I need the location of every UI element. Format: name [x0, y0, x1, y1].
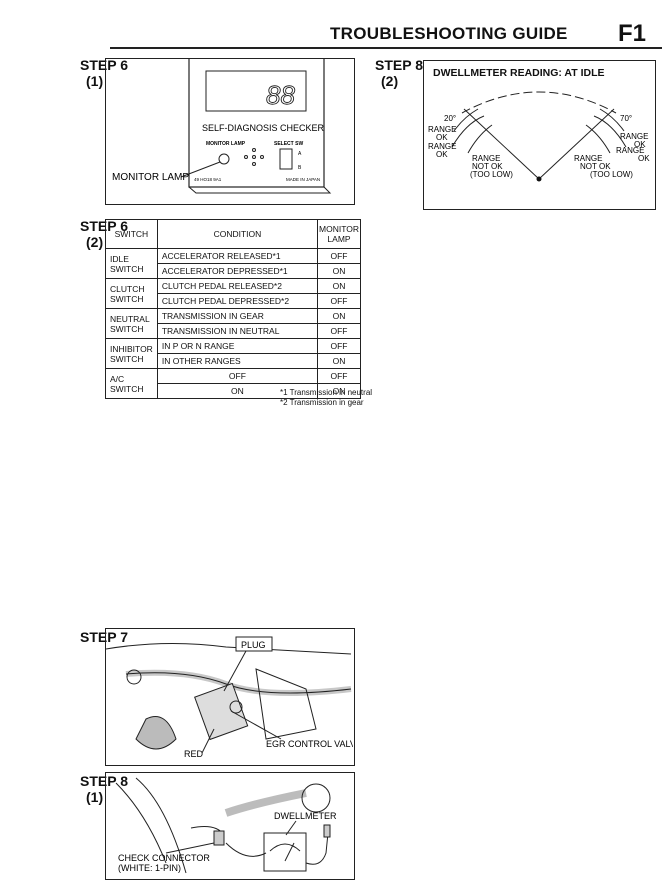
switch-cell: A/C SWITCH	[105, 368, 158, 399]
condition-cell: CLUTCH PEDAL DEPRESSED*2	[156, 293, 319, 309]
header-condition: CONDITION	[156, 219, 319, 249]
too-low-label: (TOO LOW)	[470, 170, 513, 179]
select-sw-label: SELECT SW	[274, 141, 303, 147]
monitor-lamp-callout: MONITOR LAMP	[112, 172, 189, 183]
dwellmeter-figure: DWELLMETER READING: AT IDLE 20° 70° RANG…	[423, 60, 656, 210]
monitor-lamp-icon	[218, 153, 230, 165]
switch-cell: NEUTRAL SWITCH	[105, 308, 158, 339]
range-label: RANGE	[574, 154, 602, 163]
lamp-cell: ON	[317, 353, 361, 369]
footnote-2: *2 Transmission in gear	[280, 398, 364, 407]
right-angle: 70°	[620, 114, 632, 123]
ok-label: OK	[638, 154, 650, 163]
connector-label: CHECK CONNECTOR	[118, 853, 210, 863]
condition-cell: TRANSMISSION IN NEUTRAL	[156, 323, 319, 339]
switch-a: A	[298, 151, 302, 157]
ok-label: OK	[634, 140, 646, 149]
dwellmeter-title: DWELLMETER READING: AT IDLE	[433, 67, 605, 79]
condition-cell: ON	[156, 383, 319, 399]
ok-label: OK	[436, 150, 448, 159]
step6-1-label: STEP 6(1)	[80, 57, 128, 89]
range-label: RANGE	[428, 142, 456, 151]
condition-cell: ACCELERATOR DEPRESSED*1	[156, 263, 319, 279]
condition-cell: TRANSMISSION IN GEAR	[156, 308, 319, 324]
header-rule	[110, 47, 662, 49]
footnote-1: *1 Transmission in neutral	[280, 388, 373, 397]
lamp-cell: OFF	[317, 248, 361, 264]
step-number: STEP 8	[80, 773, 128, 789]
step-number: STEP 8	[375, 57, 423, 73]
range-label: RANGE	[616, 146, 644, 155]
step-sub: (2)	[86, 234, 104, 250]
lamp-cell: ON	[317, 263, 361, 279]
lamp-cell: ON	[317, 308, 361, 324]
checker-title: SELF-DIAGNOSIS CHECKER	[202, 123, 325, 133]
dwellmeter-icon	[263, 832, 307, 872]
too-low-label: (TOO LOW)	[590, 170, 633, 179]
lamp-cell: ON	[317, 278, 361, 294]
egr-valve-figure: PLUG RED EGR CONTROL VALVE	[105, 628, 355, 766]
table-header: SWITCH CONDITION MONITOR LAMP	[105, 219, 361, 249]
lamp-cell: OFF	[317, 323, 361, 339]
lamp-cell: OFF	[317, 293, 361, 309]
switch-table: SWITCH CONDITION MONITOR LAMP IDLE SWITC…	[105, 219, 361, 399]
switch-b: B	[298, 165, 302, 171]
display-digits: 88	[266, 80, 295, 110]
condition-cell: CLUTCH PEDAL RELEASED*2	[156, 278, 319, 294]
range-label: RANGE	[472, 154, 500, 163]
monitor-lamp-small: MONITOR LAMP	[206, 141, 246, 147]
step-number: STEP 6	[80, 57, 128, 73]
step-sub: (1)	[86, 73, 104, 89]
lamp-cell: OFF	[317, 368, 361, 384]
not-ok-label: NOT OK	[580, 162, 611, 171]
step-sub: (1)	[86, 789, 104, 805]
dwellmeter-label: DWELLMETER	[274, 811, 337, 821]
section-code: F1	[618, 20, 647, 47]
red-label: RED	[184, 749, 204, 759]
step8-2-label: STEP 8(2)	[375, 57, 423, 89]
step-sub: (2)	[381, 73, 399, 89]
not-ok-label: NOT OK	[472, 162, 503, 171]
checker-figure: 88 SELF-DIAGNOSIS CHECKER MONITOR LAMP S…	[105, 58, 355, 205]
header-switch: SWITCH	[105, 219, 158, 249]
condition-cell: ACCELERATOR RELEASED*1	[156, 248, 319, 264]
lamp-cell: OFF	[317, 338, 361, 354]
condition-cell: IN P OR N RANGE	[156, 338, 319, 354]
step8-1-label: STEP 8(1)	[80, 773, 128, 805]
condition-cell: OFF	[156, 368, 319, 384]
lamp-cell: ON	[317, 383, 361, 399]
model-number: 49 HO18 9A1	[194, 177, 222, 182]
footnotes: *1 Transmission in neutral *2 Transmissi…	[280, 388, 372, 408]
range-label: RANGE	[428, 125, 456, 134]
egr-label: EGR CONTROL VALVE	[266, 739, 353, 749]
page-title: TROUBLESHOOTING GUIDE	[330, 24, 568, 43]
step7-label: STEP 7	[80, 629, 128, 645]
condition-cell: IN OTHER RANGES	[156, 353, 319, 369]
select-switch-icon	[279, 148, 293, 170]
range-label: RANGE	[620, 132, 648, 141]
switch-cell: CLUTCH SWITCH	[105, 278, 158, 309]
switch-cell: INHIBITOR SWITCH	[105, 338, 158, 369]
ok-label: OK	[436, 133, 448, 142]
header-monitor-lamp: MONITOR LAMP	[317, 219, 361, 249]
connector-note: (WHITE: 1-PIN)	[118, 863, 181, 873]
made-in: MADE IN JAPAN	[286, 177, 320, 182]
switch-cell: IDLE SWITCH	[105, 248, 158, 279]
dwellmeter-connection-figure: DWELLMETER CHECK CONNECTOR (WHITE: 1-PIN…	[105, 772, 355, 880]
left-angle: 20°	[444, 114, 456, 123]
plug-label: PLUG	[241, 640, 266, 650]
